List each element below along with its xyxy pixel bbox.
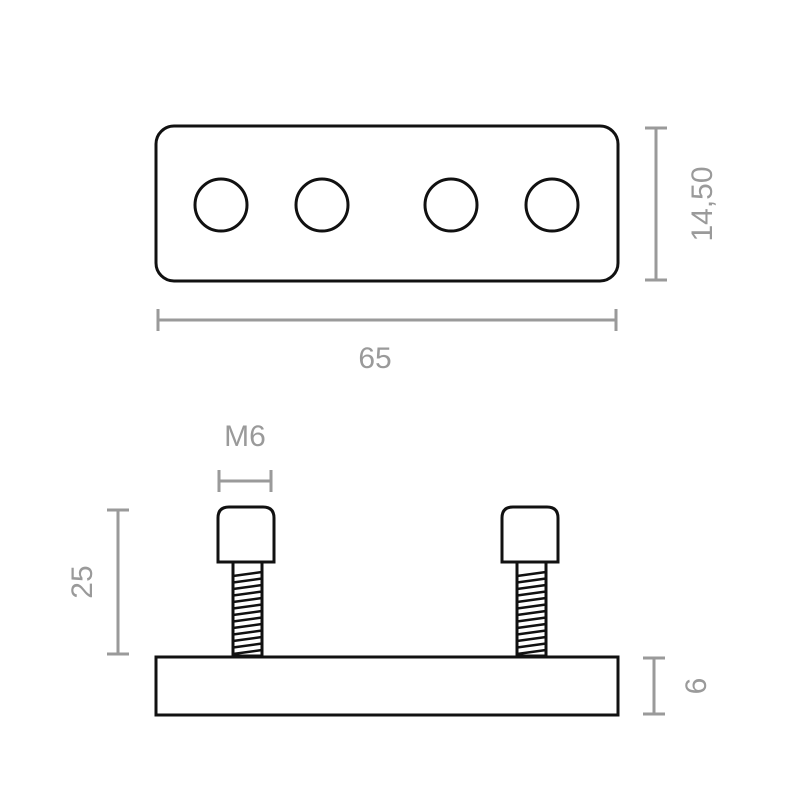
thread-line (232, 629, 263, 636)
side-view (154, 505, 620, 717)
thread-line (516, 635, 547, 643)
thickness-label: 6 (680, 678, 713, 695)
thread-line (516, 609, 547, 617)
thread-line (232, 596, 263, 604)
width-label: 65 (358, 342, 391, 375)
thread-line (232, 648, 263, 656)
thread-line (232, 622, 263, 630)
hole (294, 177, 350, 233)
thread-line (232, 603, 263, 610)
thread-line (232, 635, 263, 643)
hole (423, 177, 479, 233)
plate-side (154, 655, 620, 717)
thickness-dimension-line (643, 656, 665, 716)
thread-dimension-line (217, 470, 273, 492)
plate-outline (154, 124, 620, 283)
thread-line (516, 570, 547, 578)
thread-line (232, 590, 263, 597)
thread-line (516, 648, 547, 656)
screw (216, 505, 276, 658)
thread-line (516, 629, 547, 636)
height-label: 14,50 (686, 166, 719, 241)
thread-label: M6 (224, 420, 266, 453)
hole (193, 177, 249, 233)
thread-line (516, 583, 547, 591)
thread-line (232, 583, 263, 591)
width-dimension-line (156, 309, 618, 331)
thread-line (516, 596, 547, 604)
thread-line (516, 603, 547, 610)
thread-line (232, 642, 263, 649)
hole (524, 177, 580, 233)
top-view (154, 124, 620, 283)
thread-line (516, 590, 547, 597)
screw-height-label: 25 (66, 565, 99, 598)
thread-line (516, 577, 547, 584)
height-dimension-line (645, 126, 667, 282)
thread-line (232, 570, 263, 578)
thread-line (516, 616, 547, 623)
thread-line (232, 616, 263, 623)
screw-height-dimension-line (107, 508, 129, 656)
thread-line (516, 622, 547, 630)
thread-line (516, 642, 547, 649)
thread-line (232, 609, 263, 617)
thread-line (232, 577, 263, 584)
